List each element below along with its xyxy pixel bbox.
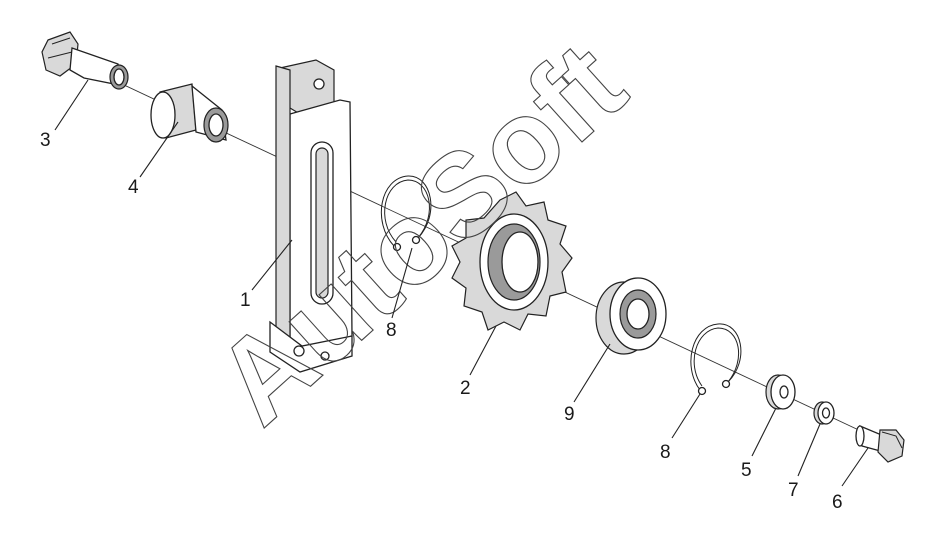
part-6-bolt: [855, 424, 905, 463]
callout-7: 7: [788, 480, 799, 501]
callout-3: 3: [40, 130, 51, 151]
callout-4: 4: [128, 177, 139, 198]
callout-5: 5: [741, 460, 752, 481]
part-4-bushing: [150, 83, 229, 143]
part-8-circlip-left: [380, 175, 432, 252]
callout-1: 1: [240, 290, 251, 311]
part-1-slotted-bracket: [269, 59, 353, 373]
leader-lines: [54, 79, 869, 487]
leader-8a: [391, 247, 413, 319]
callout-8-right: 8: [660, 442, 671, 463]
watermark-text: AutoSoft: [191, 18, 649, 449]
callout-8-left: 8: [386, 320, 397, 341]
callout-6: 6: [832, 492, 843, 513]
callout-labels: 3 4 1 8 2 9 8 5 7 6: [40, 130, 843, 513]
leader-8b: [671, 393, 701, 439]
leader-5: [751, 407, 777, 457]
part-2-sprocket: [451, 191, 573, 331]
leader-6: [841, 447, 869, 487]
leader-3: [54, 79, 89, 131]
leader-2: [469, 325, 497, 376]
part-3-shoulder-pin: [41, 31, 129, 90]
leader-4: [139, 121, 179, 178]
callout-9: 9: [564, 404, 575, 425]
part-5-washer: [765, 374, 796, 410]
leader-9: [573, 343, 611, 403]
part-9-bearing: [595, 277, 667, 355]
part-7-spring-washer: [813, 401, 835, 425]
part-8-circlip-right: [690, 323, 742, 396]
leader-1: [251, 239, 293, 291]
leader-7: [797, 423, 821, 477]
callout-2: 2: [460, 378, 471, 399]
